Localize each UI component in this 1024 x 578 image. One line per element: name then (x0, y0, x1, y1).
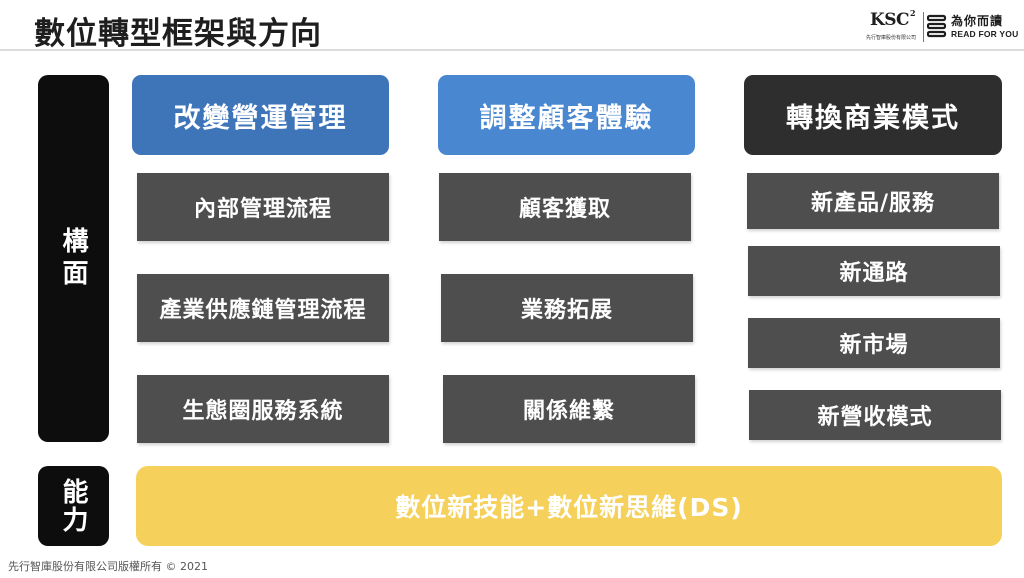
item-business-expansion: 業務拓展 (441, 274, 693, 342)
item-new-revenue-model: 新營收模式 (749, 390, 1001, 440)
column-header-customer-experience: 調整顧客體驗 (438, 75, 695, 155)
item-customer-acquisition: 顧客獲取 (439, 173, 691, 241)
title-rule (0, 49, 1024, 51)
capability-bar: 數位新技能+數位新思維(DS) (136, 466, 1002, 546)
item-ecosystem-services: 生態圈服務系統 (137, 375, 389, 443)
column-header-business-model: 轉換商業模式 (744, 75, 1002, 155)
rfy-logo-en: READ FOR YOU (951, 29, 1019, 39)
ksc-logo-text: KSC (870, 10, 910, 30)
logo-divider (923, 12, 924, 42)
item-supply-chain-process: 產業供應鏈管理流程 (137, 274, 389, 342)
book-stack-icon (927, 14, 947, 38)
copyright-footer: 先行智庫股份有限公司版權所有 © 2021 (8, 560, 208, 573)
page-title: 數位轉型框架與方向 (34, 16, 322, 52)
rfy-logo-cn: 為你而讀 (951, 14, 1004, 28)
item-new-markets: 新市場 (748, 318, 1000, 368)
side-label-aspects: 構面 (38, 75, 109, 442)
side-label-capability-text: 能力 (58, 478, 88, 534)
side-label-aspects-text: 構面 (58, 226, 88, 291)
side-label-capability: 能力 (38, 466, 109, 546)
ksc-logo: KSC 2 先行智庫股份有限公司 (866, 8, 920, 44)
item-relationship-maintenance: 關係維繫 (443, 375, 695, 443)
item-new-products-services: 新產品/服務 (747, 173, 999, 229)
item-internal-management-process: 內部管理流程 (137, 173, 389, 241)
ksc-logo-sub: 先行智庫股份有限公司 (866, 35, 917, 41)
column-header-operations: 改變營運管理 (132, 75, 389, 155)
item-new-channels: 新通路 (748, 246, 1000, 296)
ksc-logo-sup: 2 (910, 8, 916, 18)
read-for-you-logo: 為你而讀 READ FOR YOU (927, 12, 1019, 42)
